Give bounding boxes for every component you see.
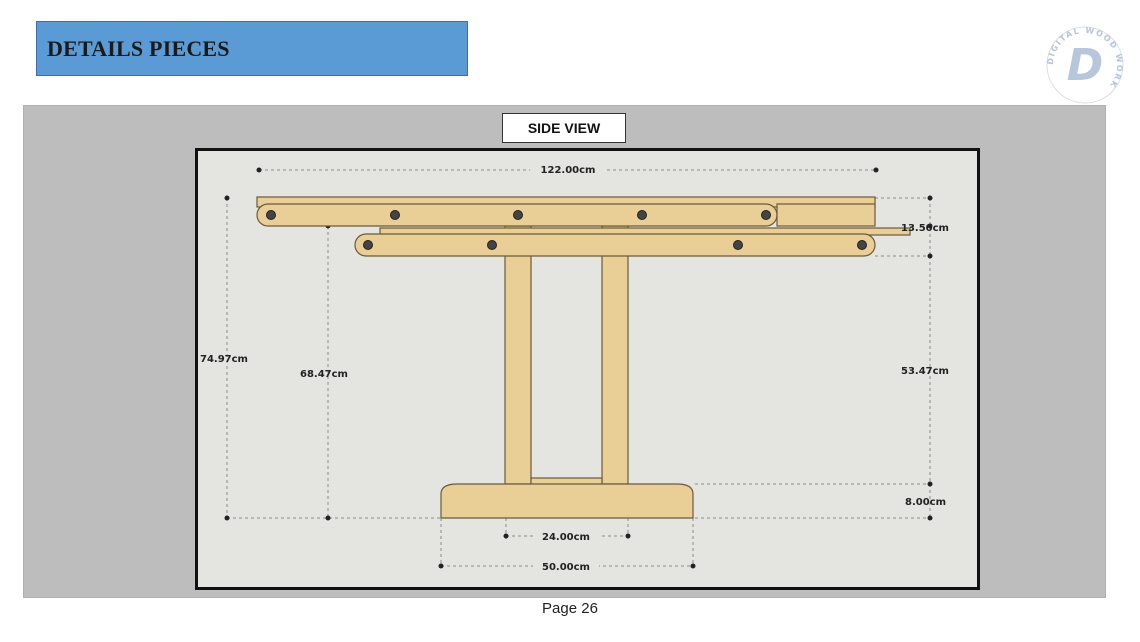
dim-foot-width: 50.00cm: [542, 562, 590, 573]
dim-leg-height: 53.47cm: [901, 366, 949, 377]
table-parts: [256, 196, 911, 519]
bolts: [266, 210, 867, 250]
right-leg: [601, 225, 629, 485]
bolt-icon: [733, 240, 743, 250]
bolt-icon: [513, 210, 523, 220]
bolt-icon: [637, 210, 647, 220]
bolt-icon: [857, 240, 867, 250]
bolt-icon: [487, 240, 497, 250]
bolt-icon: [390, 210, 400, 220]
section-header: DETAILS PIECES: [36, 21, 468, 76]
section-title: DETAILS PIECES: [47, 36, 230, 61]
bolt-icon: [363, 240, 373, 250]
foot-base: [440, 483, 694, 519]
dim-overall-height: 74.97cm: [200, 354, 248, 365]
dimension-points: [224, 167, 933, 569]
left-leg: [504, 225, 532, 485]
dim-overall-width: 122.00cm: [541, 165, 596, 176]
dim-leg-spacing: 24.00cm: [542, 532, 590, 543]
view-label: SIDE VIEW: [502, 113, 626, 143]
upper-arm-extension: [776, 203, 876, 227]
side-view-drawing: 122.00cm 13.50cm 74.97cm 68.47cm 53.47cm…: [195, 148, 980, 590]
bolt-icon: [761, 210, 771, 220]
lower-arm: [354, 233, 876, 257]
dim-lower-rail-height: 68.47cm: [300, 369, 348, 380]
brand-logo-icon: DIGITAL WOOD WORK D: [1046, 26, 1124, 104]
logo-letter: D: [1067, 40, 1104, 91]
page-number: Page 26: [542, 600, 598, 617]
dim-foot-height: 8.00cm: [905, 497, 946, 508]
bolt-icon: [266, 210, 276, 220]
dim-top-thickness: 13.50cm: [901, 223, 949, 234]
